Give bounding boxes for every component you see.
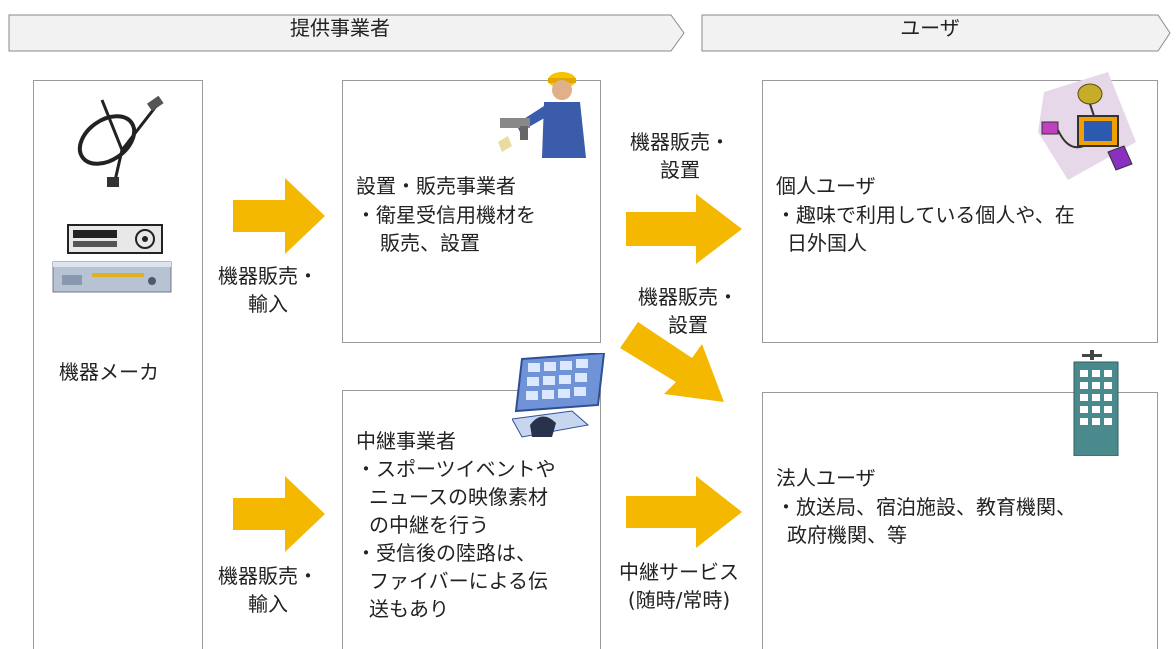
- flow-sales-install-mid: 機器販売・設置: [638, 285, 738, 337]
- relay-bullet-line-6: 送もあり: [369, 597, 449, 621]
- corporate-user-title: 法人ユーザ: [776, 466, 876, 490]
- flow-sales-import-top: 機器販売・輸入: [218, 264, 318, 316]
- provider-header-label: 提供事業者: [290, 16, 390, 40]
- provider-header-chevron: [8, 14, 685, 52]
- manufacturer-label: 機器メーカ: [59, 360, 159, 384]
- video-recorder-icon: [67, 224, 163, 254]
- receiver-unit-icon: [52, 261, 172, 293]
- manufacturer-box: [33, 80, 203, 649]
- relay-box: [342, 390, 601, 649]
- arrow-to-relay: [233, 476, 325, 552]
- flow-relay-service: 中継サービス(随時/常時): [619, 560, 739, 612]
- corporate-user-bullet-line-1: ・放送局、宿泊施設、教育機関、: [776, 495, 1076, 519]
- relay-bullet-line-1: ・スポーツイベントや: [356, 457, 556, 481]
- header-chevrons: [8, 14, 1171, 52]
- flow-sales-import-bottom: 機器販売・輸入: [218, 564, 318, 616]
- installer-title: 設置・販売事業者: [356, 174, 516, 198]
- satellite-dish-icon: [77, 95, 164, 187]
- installer-bullet-line-1: ・衛星受信用機材を: [356, 203, 536, 227]
- installer-bullet-line-2: 販売、設置: [380, 231, 480, 255]
- corporate-user-bullet-line-2: 政府機関、等: [787, 523, 907, 547]
- arrow-to-corporate-user: [626, 476, 742, 548]
- personal-user-bullet-line-2: 日外国人: [787, 231, 867, 255]
- relay-bullet-line-3: の中継を行う: [369, 513, 489, 537]
- relay-bullet-line-2: ニュースの映像素材: [369, 485, 548, 509]
- user-header-chevron: [701, 14, 1171, 52]
- home-satellite-tv-icon: [1038, 72, 1136, 180]
- relay-title: 中継事業者: [356, 429, 456, 453]
- arrow-to-corporate-diagonal: [620, 322, 724, 402]
- arrow-to-installer: [233, 178, 325, 254]
- control-room-monitors-icon: [512, 353, 606, 438]
- relay-bullet-line-5: ファイバーによる伝: [369, 569, 548, 593]
- personal-user-title: 個人ユーザ: [776, 174, 876, 198]
- arrow-to-personal-user: [626, 194, 742, 264]
- flow-sales-install-top: 機器販売・設置: [630, 130, 730, 182]
- user-header-label: ユーザ: [900, 16, 960, 40]
- office-building-icon: [1073, 350, 1119, 456]
- personal-user-bullet-line-1: ・趣味で利用している個人や、在: [776, 203, 1075, 227]
- worker-with-drill-icon: [498, 72, 586, 158]
- relay-bullet-line-4: ・受信後の陸路は、: [356, 541, 536, 565]
